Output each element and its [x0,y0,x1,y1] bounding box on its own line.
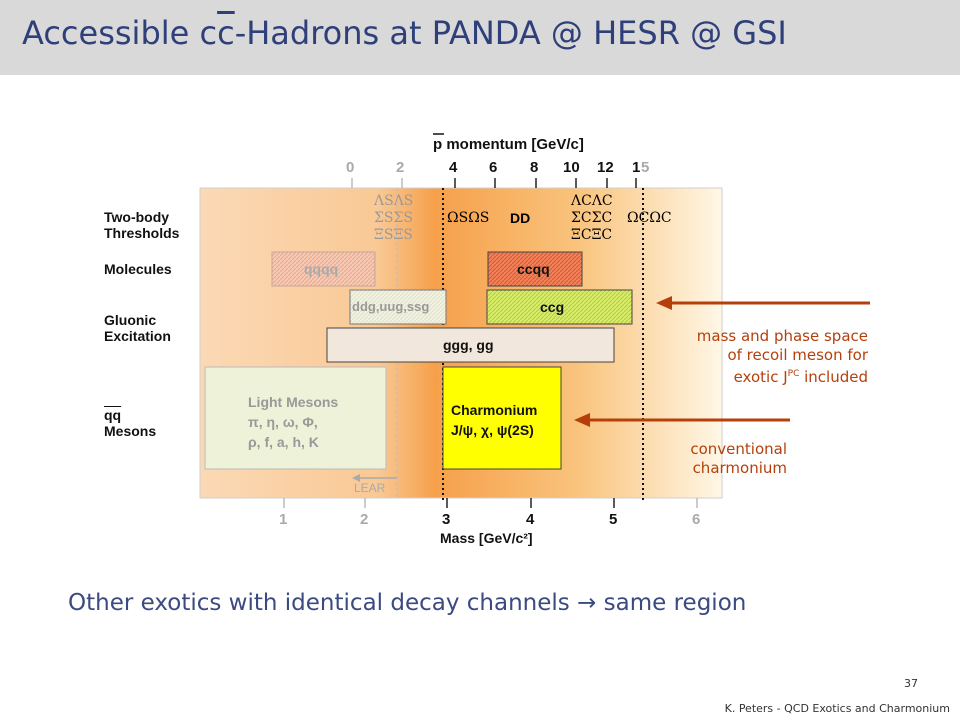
title-bar [0,0,960,75]
light-mesons-box [204,366,387,470]
exotic-annotation: mass and phase space of recoil meson for… [696,327,868,386]
ccg-box [486,289,633,325]
ccg-label: ccg [540,299,565,315]
light-mesons-text: Light Mesons π, η, ω, Φ, ρ, f, a, h, K [248,394,339,450]
lear-label: LEAR [354,481,386,495]
ggg-box [326,327,615,363]
page-number: 37 [904,677,918,690]
bottom-tick: 4 [526,511,535,528]
bottom-tick: 5 [609,511,618,528]
ggg-label: ggg, gg [443,337,494,353]
top-tick: 10 [563,159,580,176]
qqqq-box [271,251,376,287]
omega-s-threshold: ΩSΩS [447,210,490,226]
strange-baryon-thresholds: ΛSΛS ΣSΣS ΞSΞS [374,193,414,243]
ccqq-label: ccqq [517,261,550,277]
row-label-molecules: Molecules [104,261,172,277]
bottom-axis-label: Mass [GeV/c²] [440,530,533,546]
ccqq-box [487,251,583,287]
top-tick: 2 [396,159,405,176]
charmonium-box [442,366,562,470]
footer-credit: K. Peters - QCD Exotics and Charmonium [724,702,950,715]
bottom-tick: 3 [442,511,451,528]
top-tick: 0 [346,159,355,176]
top-tick: 4 [449,159,458,176]
light-glueball-box [349,289,447,325]
bottom-tick: 1 [279,511,288,528]
slide-title: Accessible cc-Hadrons at PANDA @ HESR @ … [22,14,787,52]
top-tick: 1 [632,159,641,176]
top-axis-label: p momentum [GeV/c] [433,136,584,153]
top-tick: 5 [641,159,650,176]
top-tick: 12 [597,159,614,176]
conventional-annotation: conventional charmonium [690,440,787,477]
dd-threshold: DD [510,210,531,226]
light-glueball-label: ddg,uug,ssg [352,299,430,314]
top-tick: 8 [530,159,539,176]
bottom-statement: Other exotics with identical decay chann… [68,590,747,616]
top-tick: 6 [489,159,498,176]
charm-baryon-thresholds: ΛCΛC ΣCΣC ΞCΞC [571,193,613,243]
omega-c-threshold: ΩCΩC [627,210,672,226]
qqqq-label: qqqq [304,261,339,277]
bottom-tick: 2 [360,511,369,528]
charmonium-text: Charmonium J/ψ, χ, ψ(2S) [451,402,538,438]
bottom-tick: 6 [692,511,701,528]
